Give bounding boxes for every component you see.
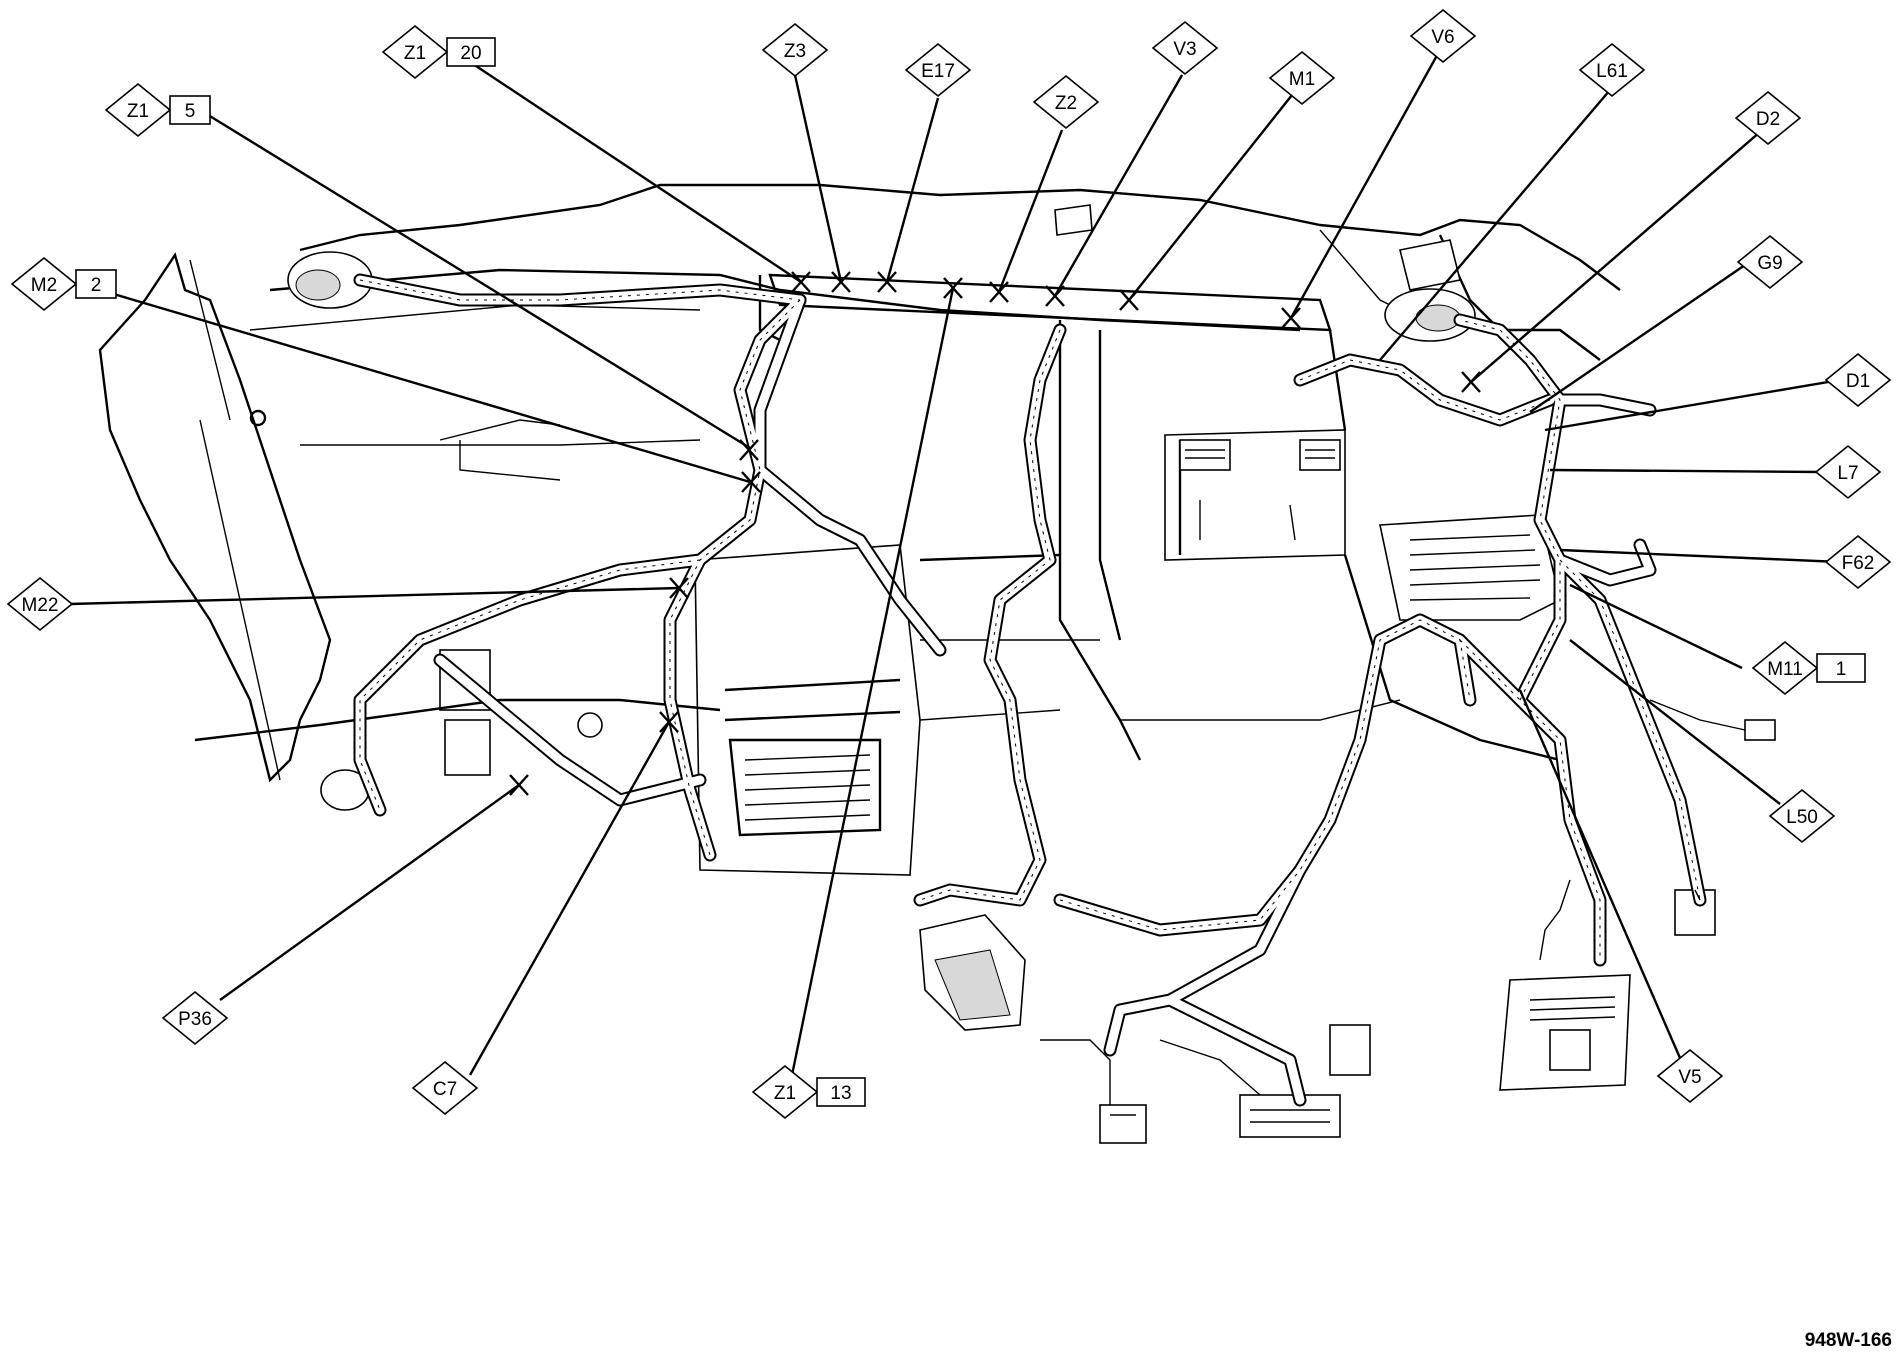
callout-f62: F62 [1824,534,1892,590]
wiring-harness [353,273,1746,1107]
callout-code: L50 [1786,807,1818,828]
callout-m11-1: M11 1 [1751,640,1866,696]
callout-z1-13: Z1 13 [751,1064,866,1120]
callout-z1-20: Z1 20 [381,24,496,80]
callout-code: V5 [1678,1067,1701,1088]
callout-code: E17 [921,61,955,82]
callout-code: M11 [1767,659,1803,680]
callout-code: F62 [1842,553,1875,574]
callout-m22: M22 [6,576,74,632]
callout-code: V6 [1431,27,1454,48]
callout-v6: V6 [1409,8,1477,64]
callout-code: Z2 [1055,93,1077,114]
dashboard-line-art [98,183,1776,1144]
callout-sub: 13 [830,1083,851,1104]
callout-g9: G9 [1736,234,1804,290]
callout-code: Z1 [774,1083,796,1104]
figure-id: 948W-166 [1805,1330,1892,1351]
callout-code: P36 [178,1009,212,1030]
callout-p36: P36 [161,990,229,1046]
callout-sub: 1 [1836,659,1847,680]
callout-code: V3 [1173,39,1196,60]
callout-z1-5: Z1 5 [104,82,211,138]
callout-sub: 20 [460,43,481,64]
callout-code: M22 [22,595,59,616]
callout-l50: L50 [1768,788,1836,844]
callout-d2: D2 [1734,90,1802,146]
callout-e17: E17 [904,42,972,98]
callout-code: L7 [1837,463,1858,484]
callout-c7: C7 [411,1060,479,1116]
callout-z3: Z3 [761,22,829,78]
callout-z2: Z2 [1032,74,1100,130]
callout-code: Z1 [404,43,426,64]
callout-v5: V5 [1656,1048,1724,1104]
callout-code: D2 [1756,109,1780,130]
callout-code: M2 [31,275,57,296]
callout-code: L61 [1596,61,1628,82]
callout-code: C7 [433,1079,457,1100]
leader-lines [69,49,1841,1086]
callout-code: G9 [1757,253,1782,274]
callout-code: D1 [1846,371,1870,392]
callout-l61: L61 [1578,42,1646,98]
callout-l7: L7 [1814,444,1882,500]
callout-code: Z3 [784,41,806,62]
callouts: Z1 20 Z1 5 M2 2 M22 P36 C7 [6,8,1892,1120]
callout-m1: M1 [1268,50,1336,106]
callout-sub: 2 [91,275,102,296]
callout-d1: D1 [1824,352,1892,408]
callout-code: M1 [1289,69,1315,90]
callout-m2-2: M2 2 [10,256,117,312]
callout-code: Z1 [127,101,149,122]
callout-sub: 5 [185,101,196,122]
callout-v3: V3 [1151,20,1219,76]
